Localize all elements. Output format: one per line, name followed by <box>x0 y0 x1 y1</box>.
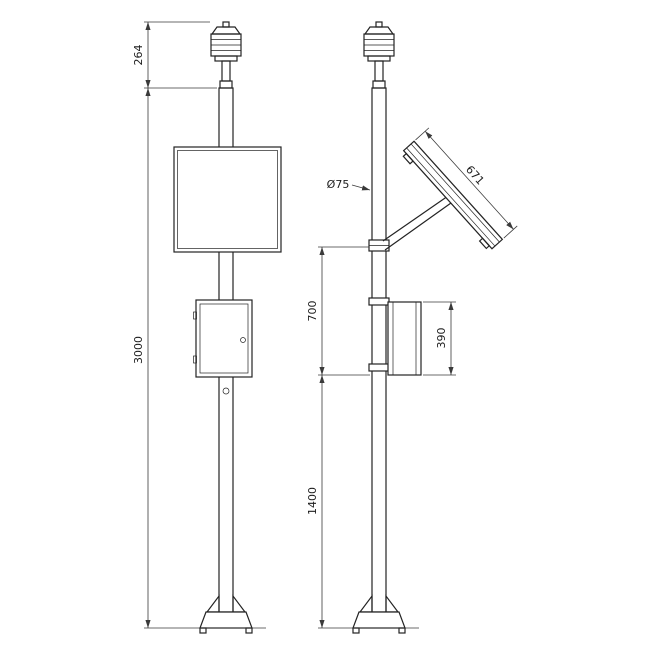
base-flange-front <box>199 594 253 634</box>
gusset-right <box>385 594 400 613</box>
gusset-left <box>358 594 373 613</box>
bracket-arm <box>382 195 449 242</box>
ext-line-panel-end <box>503 225 518 239</box>
solar-panel-side: 671 <box>402 127 518 250</box>
box-body <box>195 299 253 378</box>
sensor-cap <box>363 26 395 35</box>
panel-bracket <box>368 195 452 252</box>
sensor-cap <box>210 26 242 35</box>
sensor-cap-knob <box>375 21 383 28</box>
base-flange-side <box>352 594 406 634</box>
side-view: 671 Ø75 700 <box>306 21 518 634</box>
leader-arrow <box>351 184 371 191</box>
box-strap-bottom <box>368 363 390 372</box>
flange-plate <box>199 611 253 629</box>
panel-glass-line <box>410 143 500 243</box>
sensor-mount-collar <box>219 80 233 89</box>
sensor-cap-knob <box>222 21 230 28</box>
solar-panel-front <box>173 146 282 253</box>
box-body-side <box>387 301 422 376</box>
gusset-right <box>232 594 247 613</box>
panel-face <box>177 150 278 249</box>
side-dimensions-right: 390 <box>423 301 456 376</box>
front-view: 264 3000 <box>132 21 282 634</box>
panel-frame-line <box>406 147 496 247</box>
pole-side <box>371 87 387 613</box>
ext-line-panel-end <box>415 127 430 141</box>
dim-label-3000: 3000 <box>132 336 145 364</box>
weather-sensor-front <box>210 21 242 89</box>
front-dimensions: 264 3000 <box>132 21 266 629</box>
door-hinge <box>193 311 197 320</box>
panel-rail <box>478 237 491 250</box>
gusset-left <box>205 594 220 613</box>
anchor-foot-right <box>398 627 406 634</box>
sensor-base-plate <box>214 55 238 62</box>
door-handle <box>240 337 246 343</box>
anchor-foot-left <box>199 627 207 634</box>
panel-frame <box>173 146 282 253</box>
anchor-foot-right <box>245 627 253 634</box>
control-box-side <box>368 297 422 376</box>
box-door <box>199 303 249 374</box>
sensor-neck <box>374 60 384 82</box>
door-hinge <box>193 355 197 364</box>
anchor-foot-left <box>352 627 360 634</box>
weather-sensor-side <box>363 21 395 89</box>
panel-rail <box>402 152 414 165</box>
sensor-base-plate <box>367 55 391 62</box>
cable-gland <box>222 387 230 395</box>
panel-section <box>402 140 504 250</box>
flange-plate <box>352 611 406 629</box>
dim-label-700: 700 <box>306 301 319 322</box>
dim-label-671: 671 <box>463 163 487 187</box>
dim-label-1400: 1400 <box>306 487 319 515</box>
dim-label-diameter: Ø75 <box>327 178 350 191</box>
sensor-mount-collar <box>372 80 386 89</box>
dim-line-671 <box>424 130 514 230</box>
dim-label-390: 390 <box>435 328 448 349</box>
sensor-neck <box>221 60 231 82</box>
box-strap-top <box>368 297 390 306</box>
dim-label-264: 264 <box>132 45 145 66</box>
pole-diameter-callout: Ø75 <box>327 178 371 191</box>
control-box-front <box>193 299 253 378</box>
bracket-arm <box>384 202 452 251</box>
side-dimensions-left: 700 1400 <box>306 246 419 629</box>
